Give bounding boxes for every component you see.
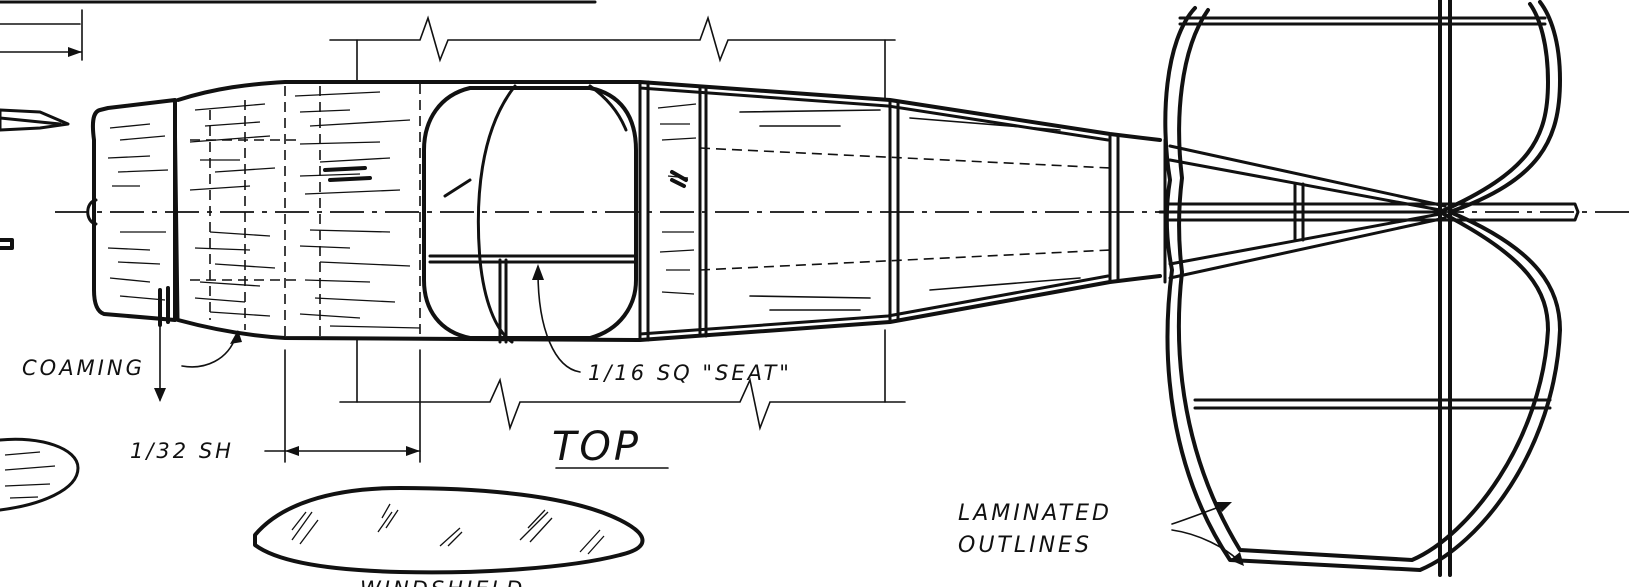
cockpit-opening: [422, 84, 638, 344]
overall-dimension-top: [329, 15, 896, 101]
view-title: TOP: [552, 424, 669, 470]
top-left-dimension-fragment: [0, 0, 597, 61]
view-title-text: TOP: [552, 424, 641, 470]
windshield-part: WINDSHIELD: [253, 486, 645, 587]
horizontal-tail: [1158, 0, 1580, 577]
seat-label: 1/16 SQ "SEAT": [588, 361, 792, 385]
fuselage-outline: [176, 80, 1162, 342]
windshield-label: WINDSHIELD: [360, 577, 525, 587]
nose-cowl: [86, 98, 180, 327]
seat-callout: 1/16 SQ "SEAT": [532, 264, 792, 385]
coaming-label: COAMING: [22, 356, 145, 380]
sheet-thickness-label: 1/32 SH: [130, 439, 234, 463]
laminated-label-line1: LAMINATED: [958, 501, 1112, 526]
nose-planking-hatch: [189, 84, 421, 338]
coaming-callout: COAMING: [22, 315, 242, 402]
laminated-label-line2: OUTLINES: [958, 533, 1092, 558]
overall-dimension-bottom: [339, 329, 906, 431]
aft-fuselage-structure: [638, 80, 1120, 342]
left-edge-parts: [0, 108, 80, 512]
sheet-dimension-callout: 1/32 SH: [130, 349, 421, 463]
laminated-outlines-callout: LAMINATED OUTLINES: [958, 501, 1244, 566]
